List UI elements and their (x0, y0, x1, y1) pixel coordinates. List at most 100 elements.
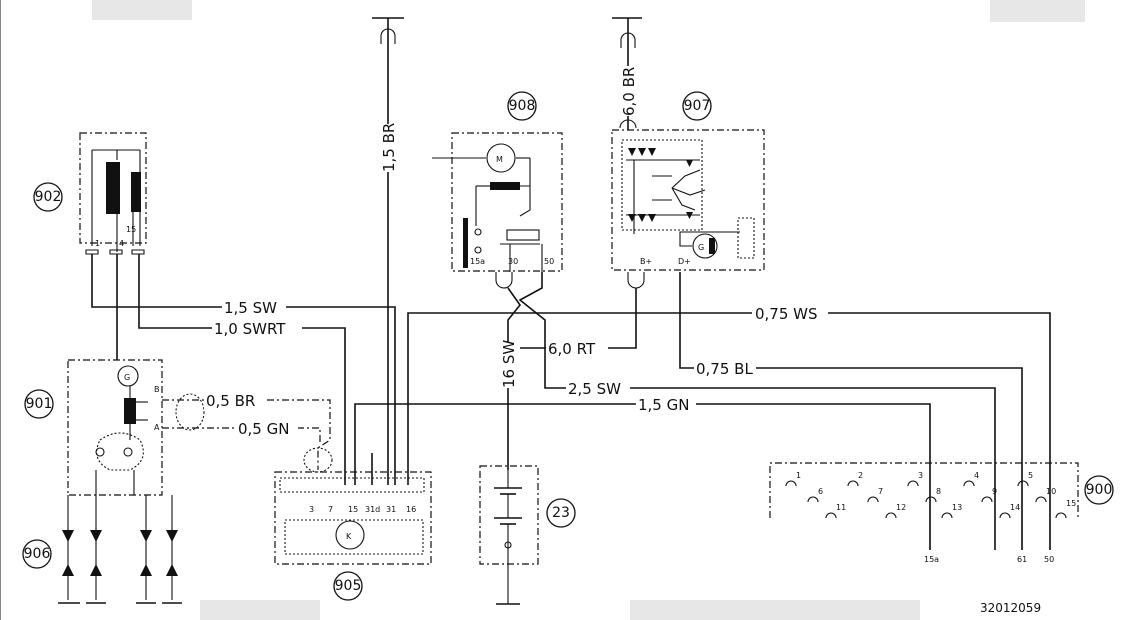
wire-label-25sw: 2,5 SW (568, 380, 621, 398)
label-902: 902 (35, 189, 62, 205)
lug-907-top (619, 119, 637, 129)
terminal-900-out-50: 50 (1044, 555, 1054, 564)
label-circle-23 (546, 498, 576, 528)
terminal-900-6: 6 (818, 487, 823, 496)
bg-05gn (236, 419, 298, 437)
label-901: 901 (26, 396, 53, 412)
scan-smudge-bottom-right (630, 600, 920, 620)
component-907: G B+ D+ (611, 129, 765, 271)
fuse-15br (380, 28, 396, 44)
bg-05br (204, 391, 266, 409)
terminal-900-4: 4 (974, 471, 979, 480)
terminal-900-8: 8 (936, 487, 941, 496)
gen-symbol-907: G (698, 243, 704, 252)
terminal-900-12: 12 (896, 503, 906, 512)
bg-60br (620, 66, 638, 116)
terminal-901-a: A (154, 423, 160, 432)
label-23: 23 (552, 505, 570, 521)
kontrol-symbol: K (346, 532, 352, 541)
label-circle-905 (333, 571, 363, 601)
bg-15gn (636, 395, 696, 413)
label-circle-902 (33, 182, 63, 212)
bg-16sw (500, 342, 518, 388)
wire-label-15sw: 1,5 SW (224, 299, 277, 317)
scan-smudge-top-left (92, 0, 192, 20)
gen-symbol-901: G (124, 373, 130, 382)
terminal-900-7: 7 (878, 487, 883, 496)
bg-10swrt (212, 319, 302, 337)
scan-smudge-bottom (200, 600, 320, 620)
bg-15br (380, 124, 398, 172)
terminal-900-out-61: 61 (1017, 555, 1027, 564)
wire-15gn (354, 403, 931, 550)
terminal-900-13: 13 (952, 503, 962, 512)
terminal-900-15: 15 (1066, 499, 1076, 508)
wire-05-loop (175, 393, 205, 431)
bg-15sw (222, 298, 286, 316)
bg-25sw (566, 379, 630, 397)
component-23 (479, 465, 539, 605)
fuse-60br (620, 32, 636, 48)
label-907: 907 (684, 98, 711, 114)
scan-smudge-top-right (990, 0, 1085, 22)
terminal-905-16: 16 (406, 505, 416, 514)
wire-05br (162, 399, 331, 470)
label-900: 900 (1086, 482, 1113, 498)
wire-075bl (679, 272, 1023, 550)
wire-05gn (162, 427, 321, 442)
terminal-908-50: 50 (544, 257, 554, 266)
wire-label-15br: 1,5 BR (380, 123, 398, 172)
wire-label-16sw: 16 SW (500, 340, 518, 388)
label-circle-906 (22, 539, 52, 569)
lug-908-30 (495, 272, 513, 289)
terminal-905-15: 15 (348, 505, 358, 514)
terminal-900-out-15a: 15a (924, 555, 939, 564)
terminal-905-3: 3 (309, 505, 314, 514)
label-circle-907 (682, 91, 712, 121)
label-circle-900 (1084, 475, 1114, 505)
wire-25sw (518, 272, 996, 550)
wire-label-075ws: 0,75 WS (755, 305, 818, 323)
terminal-900-14: 14 (1010, 503, 1020, 512)
wire-label-10swrt: 1,0 SWRT (214, 320, 286, 338)
terminal-901-b: B (154, 385, 160, 394)
terminal-902-4: 4 (119, 239, 124, 248)
terminal-900-5: 5 (1028, 471, 1033, 480)
wire-15sw (91, 254, 396, 485)
terminal-905-31d: 31d (365, 505, 380, 514)
wire-label-60rt: 6,0 RT (548, 340, 596, 358)
terminal-900-10: 10 (1046, 487, 1056, 496)
wire-label-60br: 6,0 BR (620, 67, 638, 116)
terminal-900-3: 3 (918, 471, 923, 480)
component-900: 1 2 3 4 5 6 7 8 9 10 11 12 13 14 15 15a … (769, 462, 1079, 564)
wire-075ws (407, 312, 1051, 550)
bg-60rt (546, 339, 608, 357)
wire-10swrt (138, 254, 346, 485)
bg-075bl (694, 359, 756, 377)
component-902: 1 4 15 (79, 132, 147, 255)
label-908: 908 (509, 98, 536, 114)
drawing-number: 32012059 (980, 601, 1041, 615)
component-905: K 3 7 15 31d 31 16 (274, 471, 432, 565)
wire-label-05gn: 0,5 GN (238, 420, 289, 438)
wire-label-15gn: 1,5 GN (638, 396, 689, 414)
terminal-908-30: 30 (508, 257, 518, 266)
bg-075ws (752, 304, 828, 322)
label-906: 906 (24, 546, 51, 562)
wire-16sw (507, 287, 522, 470)
wire-label-05br: 0,5 BR (206, 392, 255, 410)
terminal-900-2: 2 (858, 471, 863, 480)
terminal-907-d-plus: D+ (678, 257, 691, 266)
component-908: M 15a 30 50 (432, 132, 563, 272)
component-901: G B A (67, 359, 163, 496)
wire-label-075bl: 0,75 BL (696, 360, 753, 378)
terminal-group-900-mid: 6 7 8 9 10 (818, 487, 1056, 496)
terminal-905-31: 31 (386, 505, 396, 514)
terminal-908-15a: 15a (470, 257, 485, 266)
label-circle-908 (507, 91, 537, 121)
terminal-group-900-top: 1 2 3 4 5 (796, 471, 1033, 480)
terminal-902-15: 15 (126, 225, 136, 234)
terminal-905-7: 7 (328, 505, 333, 514)
lug-907-b-plus (627, 272, 645, 289)
